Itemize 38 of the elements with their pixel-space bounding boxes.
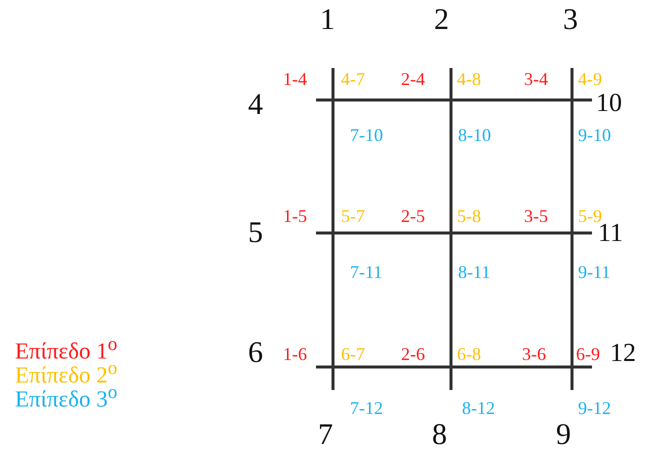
intersection-label: 3-4 (524, 70, 548, 88)
intersection-label: 1-4 (283, 70, 307, 88)
line-number: 2 (434, 5, 449, 35)
intersection-label: 4-7 (341, 70, 365, 88)
intersection-label: 2-4 (401, 70, 425, 88)
line-number: 10 (596, 90, 622, 116)
line-number: 6 (248, 338, 263, 368)
intersection-label: 5-8 (457, 207, 481, 225)
intersection-label: 8-10 (458, 126, 491, 144)
intersection-label: 8-11 (458, 263, 490, 281)
intersection-label: 5-7 (341, 207, 365, 225)
intersection-label: 9-10 (578, 126, 611, 144)
intersection-label: 9-12 (578, 399, 611, 417)
intersection-label: 1-5 (283, 207, 307, 225)
intersection-label: 8-12 (462, 399, 495, 417)
line-number: 1 (320, 5, 335, 35)
intersection-label: 5-9 (578, 207, 602, 225)
line-number: 9 (556, 420, 571, 450)
intersection-label: 6-8 (457, 345, 481, 363)
intersection-label: 4-8 (457, 70, 481, 88)
line-number: 12 (610, 340, 636, 366)
intersection-label: 6-9 (576, 345, 600, 363)
line-number: 7 (318, 420, 333, 450)
intersection-label: 1-6 (283, 345, 307, 363)
intersection-label: 7-12 (350, 399, 383, 417)
line-number: 8 (432, 420, 447, 450)
line-number: 4 (248, 90, 263, 120)
intersection-label: 6-7 (341, 345, 365, 363)
intersection-label: 3-5 (524, 207, 548, 225)
intersection-label: 2-6 (401, 345, 425, 363)
intersection-label: 7-10 (350, 126, 383, 144)
intersection-label: 7-11 (350, 263, 382, 281)
line-number: 5 (248, 218, 263, 248)
line-number: 3 (563, 5, 578, 35)
intersection-label: 2-5 (401, 207, 425, 225)
intersection-label: 3-6 (522, 345, 546, 363)
intersection-label: 9-11 (578, 263, 610, 281)
intersection-label: 4-9 (578, 70, 602, 88)
